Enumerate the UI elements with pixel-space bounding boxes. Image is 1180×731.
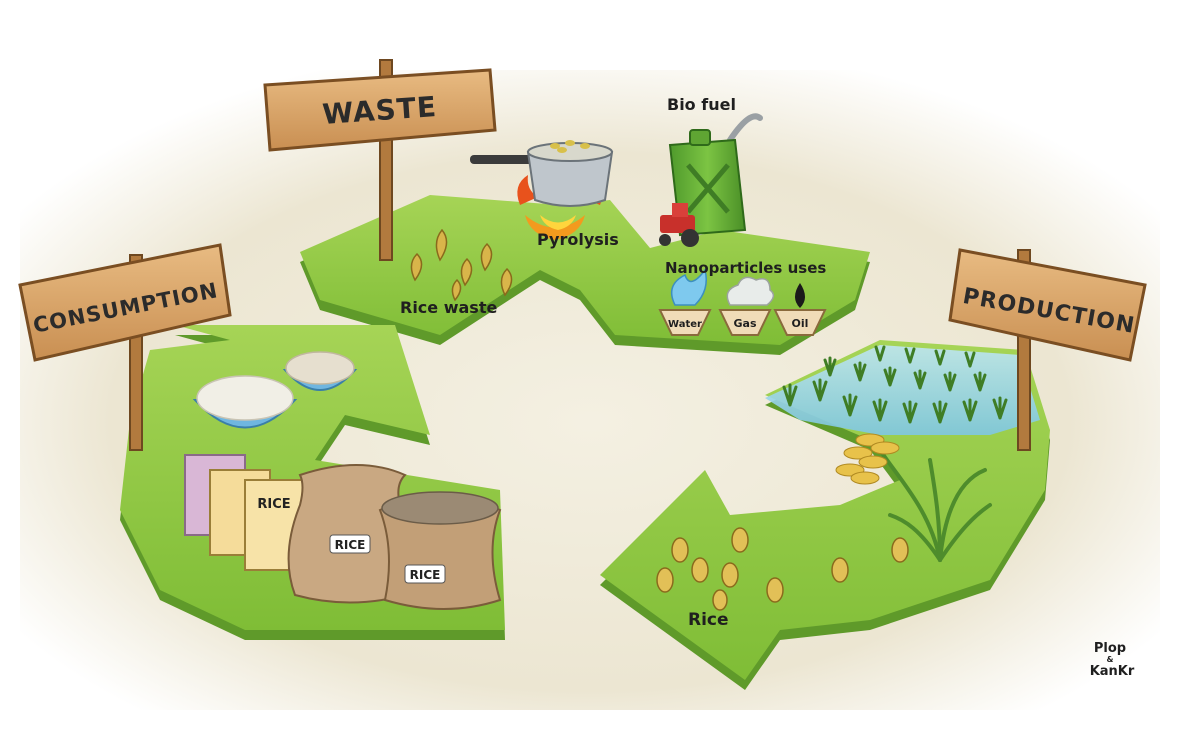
- tractor-icon: [659, 203, 699, 247]
- label-rice: Rice: [688, 610, 729, 630]
- sign-consumption: [18, 243, 232, 451]
- signature-line1: Plop: [1094, 641, 1126, 656]
- fuel-can-icon: [668, 113, 763, 237]
- label-oil: Oil: [792, 317, 809, 330]
- rice-boxes: [184, 454, 304, 571]
- label-pyrolysis: Pyrolysis: [537, 230, 619, 249]
- sack-rice-label-2: RICE: [410, 568, 441, 582]
- signature-line3: KanKr: [1090, 664, 1135, 679]
- label-rice-waste: Rice waste: [400, 298, 497, 317]
- sign-waste-text: WASTE: [321, 90, 438, 131]
- pyrolysis-pot: [470, 140, 614, 240]
- sign-production: [948, 248, 1147, 451]
- label-water: Water: [668, 319, 702, 330]
- sack-rice-label-1: RICE: [335, 538, 366, 552]
- label-bio-fuel: Bio fuel: [667, 95, 736, 114]
- rice-grains: [656, 527, 909, 611]
- box-rice-label: RICE: [257, 497, 290, 512]
- rice-husks: [410, 228, 513, 302]
- label-gas: Gas: [734, 317, 757, 330]
- sign-waste: [263, 59, 497, 261]
- rice-plant: [835, 433, 992, 562]
- rice-bowls: [192, 351, 358, 429]
- signature-line2: &: [1107, 655, 1114, 664]
- label-nanoparticles-uses: Nanoparticles uses: [665, 259, 826, 277]
- production-arrow: [600, 340, 1050, 690]
- nanoparticle-cups: [658, 268, 827, 336]
- rice-sack-small: [378, 491, 502, 610]
